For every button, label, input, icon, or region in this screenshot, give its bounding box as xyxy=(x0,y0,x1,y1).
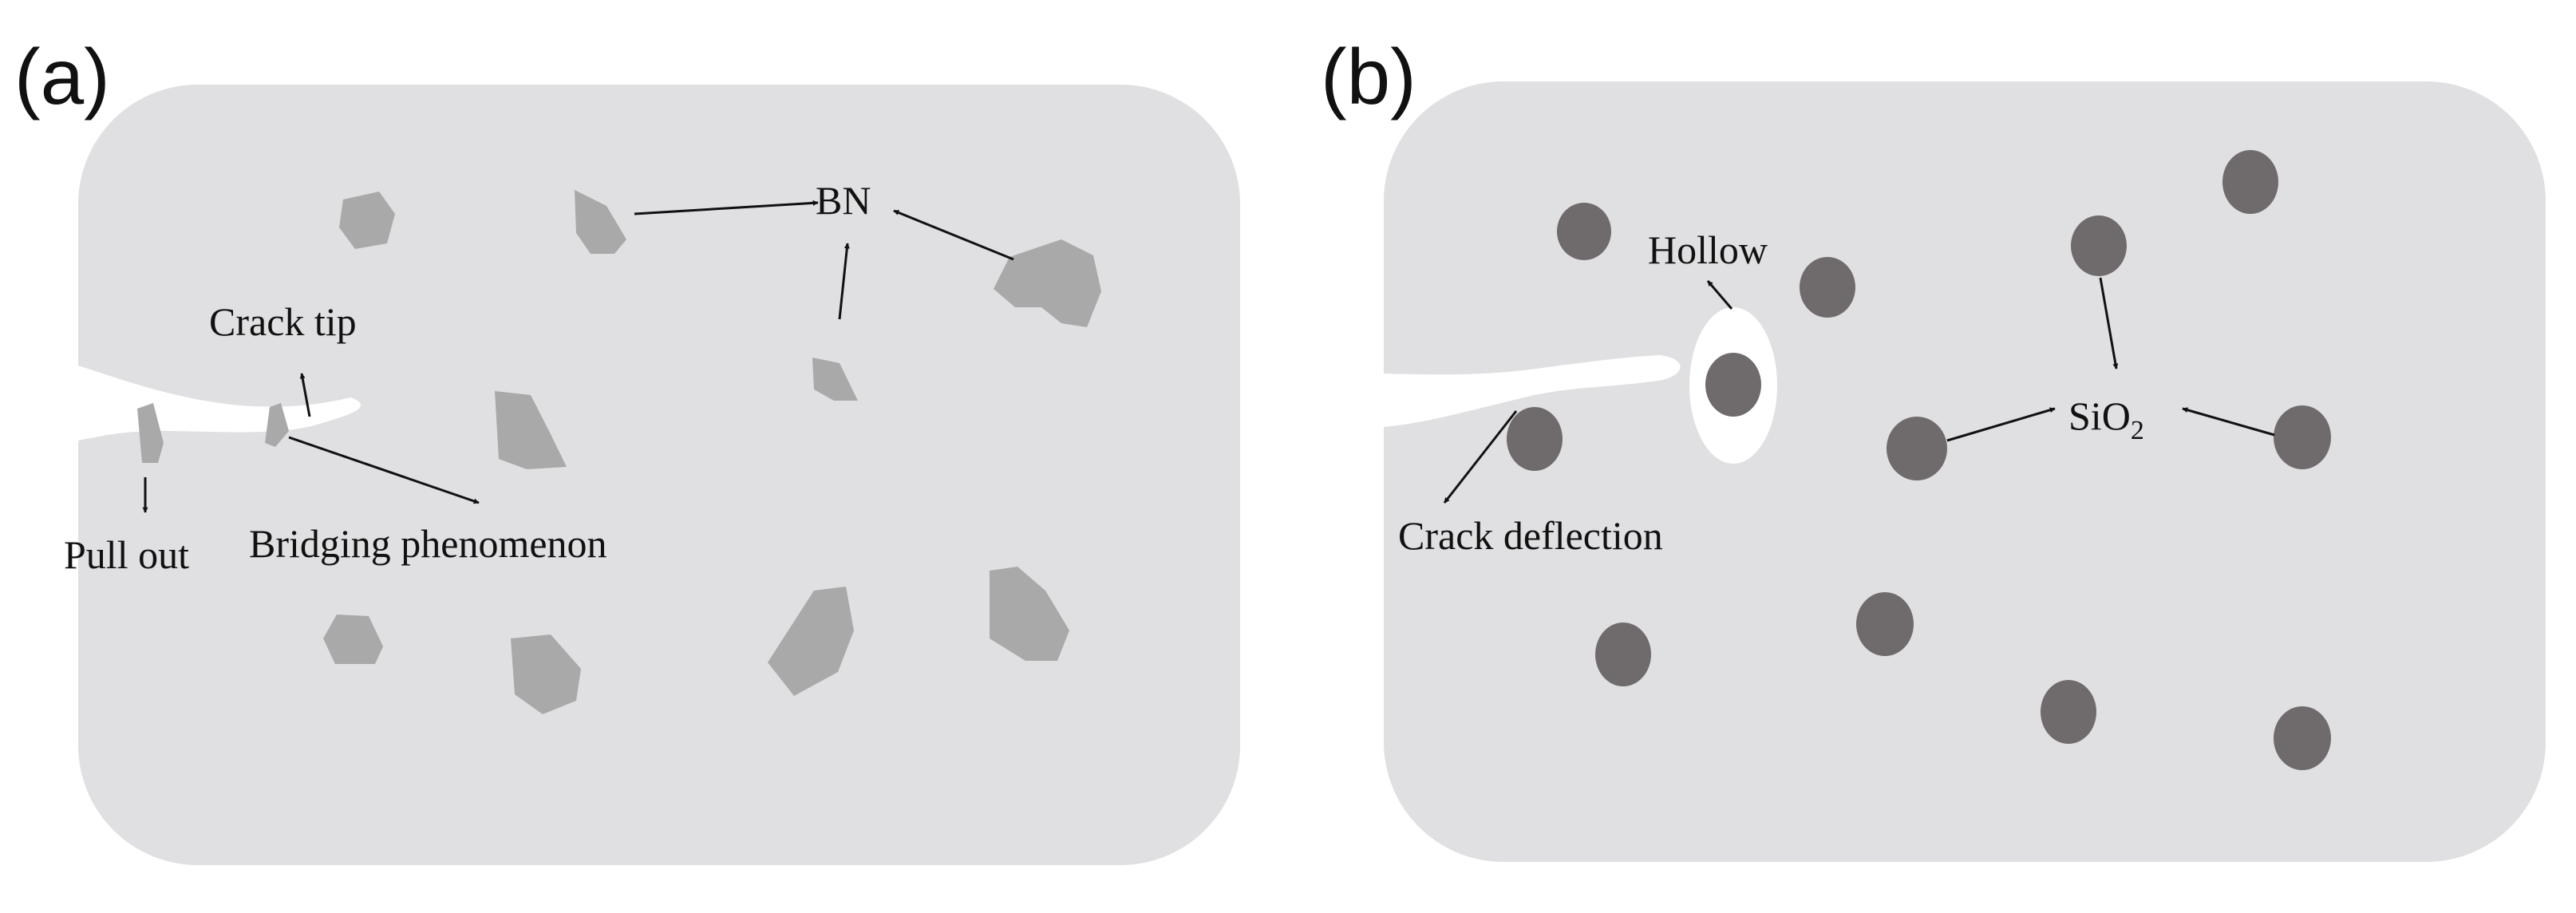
sio2-particle xyxy=(2071,215,2127,276)
arrow-to-bn-bottom xyxy=(838,243,850,320)
bn-particle xyxy=(495,391,567,469)
bn-particle xyxy=(812,358,858,401)
sio2-particle xyxy=(1507,407,1563,471)
sio2-particle xyxy=(2274,405,2331,469)
panel-b-crack xyxy=(1384,355,1681,427)
bridging-label: Bridging phenomenon xyxy=(249,521,607,566)
sio2-particle xyxy=(1800,257,1855,318)
bn-particle xyxy=(511,634,581,714)
sio2-particle xyxy=(1887,417,1947,480)
arrow-sio2-left xyxy=(1946,407,2056,442)
bn-particle xyxy=(323,615,383,664)
panel-a-label: (a) xyxy=(14,33,110,121)
bn-particles xyxy=(137,190,1101,714)
sio2-particle xyxy=(1595,622,1651,686)
panel-b-label: (b) xyxy=(1321,33,1416,121)
bn-particle xyxy=(994,239,1101,327)
bn-particle xyxy=(265,403,289,447)
bn-particle xyxy=(575,190,626,254)
panel-b: (b) Hollow SiO2 Crack deflection xyxy=(1321,33,2546,862)
panel-b-arrows xyxy=(1443,277,2275,504)
sio2-particle xyxy=(1705,353,1761,417)
hollow-label: Hollow xyxy=(1648,227,1768,272)
crack-tip-label: Crack tip xyxy=(209,299,357,344)
bn-particle xyxy=(339,192,395,249)
arrow-to-bn-right xyxy=(893,209,1014,261)
pull-out-label: Pull out xyxy=(64,532,189,577)
sio2-label: SiO2 xyxy=(2068,393,2144,445)
sio2-particle xyxy=(2274,706,2331,770)
sio2-label-subscript: 2 xyxy=(2131,416,2144,445)
bn-particle xyxy=(137,403,164,463)
arrow-crack-deflection xyxy=(1443,410,1518,504)
bn-label: BN xyxy=(816,178,871,223)
panel-b-matrix xyxy=(1384,81,2546,862)
bn-particle xyxy=(768,587,854,696)
panel-a-arrows xyxy=(142,200,1014,513)
panel-a: (a) BN Crack tip Pull out Bridging pheno… xyxy=(14,33,1240,865)
sio2-particle xyxy=(1557,203,1611,260)
bn-particle xyxy=(990,567,1069,661)
arrow-sio2-right xyxy=(2182,407,2275,437)
sio2-particle xyxy=(2222,150,2278,214)
panel-a-matrix xyxy=(78,85,1240,865)
arrow-hollow xyxy=(1706,280,1733,310)
arrow-sio2-top xyxy=(2099,277,2119,370)
sio2-particle xyxy=(1856,592,1914,656)
arrow-crack-tip xyxy=(299,373,311,417)
arrow-to-bn-left xyxy=(634,200,819,215)
crack-deflection-label: Crack deflection xyxy=(1398,513,1663,558)
arrow-bridging xyxy=(288,436,480,504)
sio2-label-main: SiO xyxy=(2068,393,2131,438)
sio2-particle xyxy=(2041,680,2096,744)
sio2-particles xyxy=(1507,150,2331,770)
